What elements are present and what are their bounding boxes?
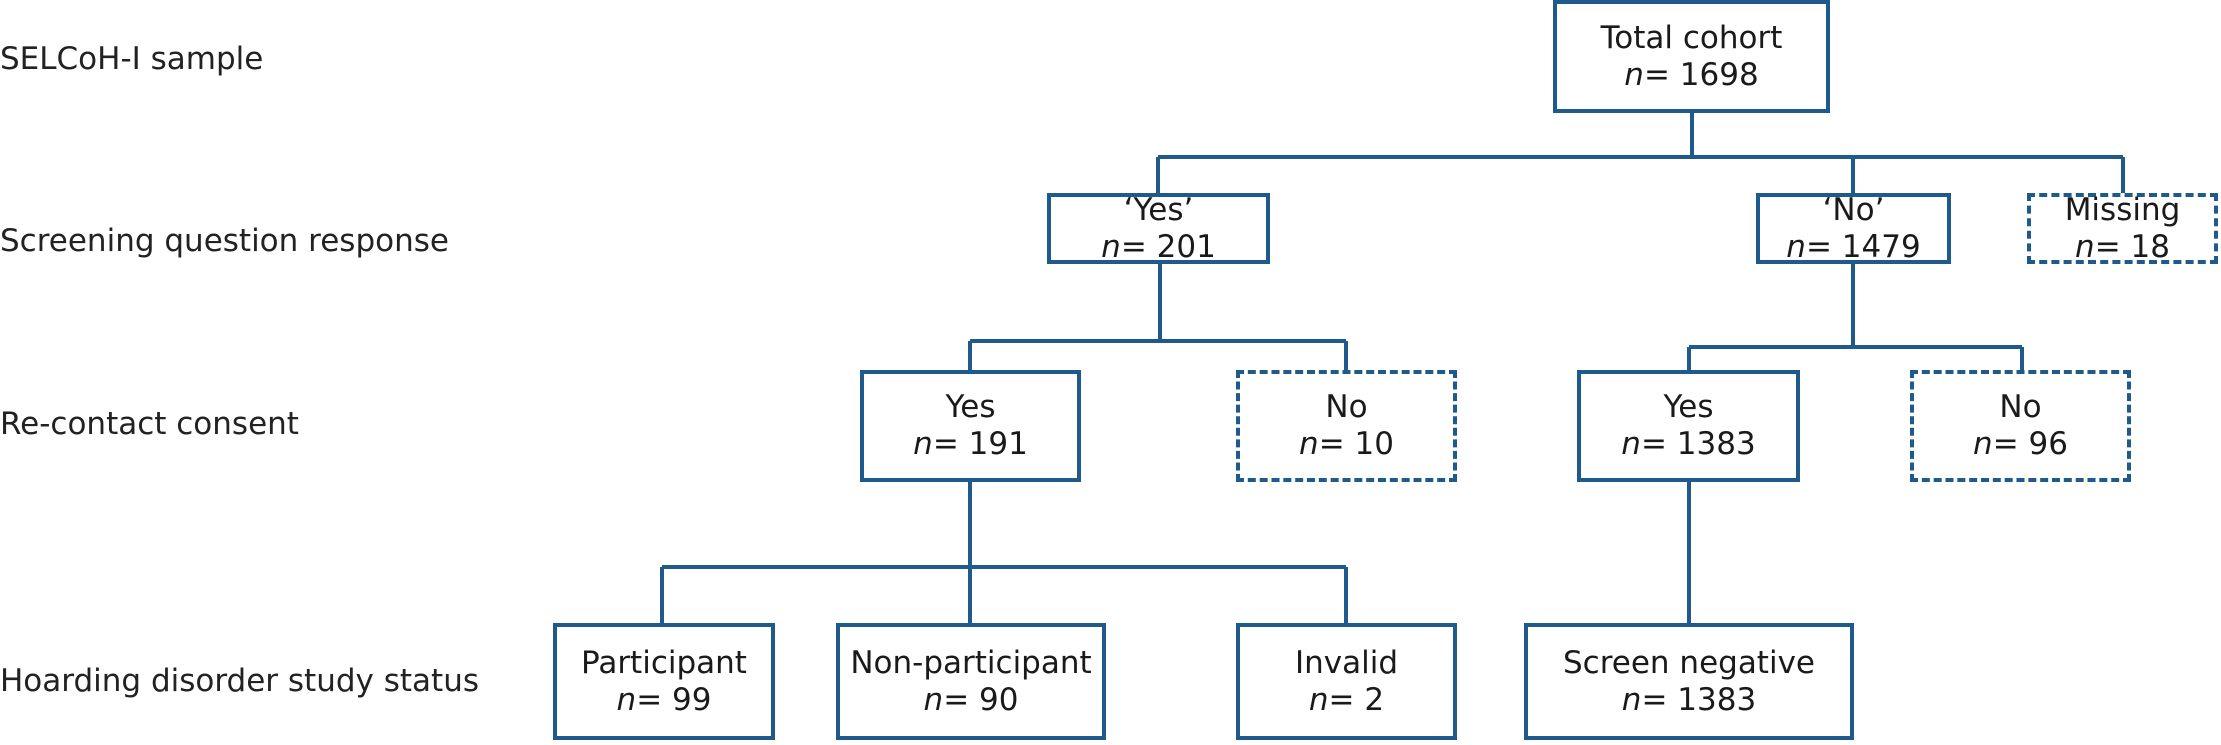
n-value: = 2: [1328, 681, 1385, 718]
node-label: No: [1999, 389, 2042, 425]
n-symbol: n: [1101, 228, 1121, 265]
n-value: = 191: [932, 426, 1028, 462]
node-count: n= 10: [1299, 426, 1394, 463]
n-value: = 18: [2094, 228, 2170, 265]
node-missing: Missing n= 18: [2027, 191, 2218, 266]
node-label: Yes: [945, 389, 996, 425]
n-value: = 96: [1992, 426, 2068, 462]
row-label-sample: SELCoH-I sample: [0, 41, 264, 77]
row-label-recontact: Re-contact consent: [0, 406, 299, 442]
node-label: ‘No’: [1822, 191, 1885, 228]
node-invalid: Invalid n= 2: [1236, 623, 1457, 740]
node-screen-negative: Screen negative n= 1383: [1524, 623, 1854, 740]
node-count: n= 201: [1101, 229, 1216, 266]
n-value: = 1383: [1641, 681, 1757, 718]
n-value: = 99: [636, 681, 712, 718]
n-symbol: n: [913, 426, 933, 462]
node-count: n= 2: [1309, 682, 1384, 719]
row-label-status: Hoarding disorder study status: [0, 663, 479, 699]
n-symbol: n: [616, 681, 637, 718]
node-yes-consent-b: Yes n= 1383: [1577, 370, 1800, 482]
node-count: n= 18: [2075, 229, 2170, 266]
node-count: n= 1479: [1786, 229, 1920, 266]
node-label: Participant: [581, 644, 747, 681]
n-symbol: n: [1621, 681, 1642, 718]
n-value: = 1383: [1640, 426, 1756, 462]
node-count: n= 96: [1973, 426, 2068, 463]
node-non-participant: Non-participant n= 90: [836, 623, 1106, 740]
node-yes-screening: ‘Yes’ n= 201: [1047, 191, 1270, 266]
node-label: Missing: [2064, 191, 2181, 228]
node-label: Yes: [1663, 389, 1714, 425]
n-value: = 201: [1120, 228, 1216, 265]
node-yes-consent-a: Yes n= 191: [860, 370, 1081, 482]
node-label: Total cohort: [1600, 19, 1783, 56]
node-count: n= 1383: [1622, 682, 1756, 719]
node-no-screening: ‘No’ n= 1479: [1756, 191, 1951, 266]
n-symbol: n: [1624, 56, 1644, 93]
n-symbol: n: [1973, 426, 1993, 462]
n-symbol: n: [1621, 426, 1641, 462]
n-value: = 1698: [1643, 56, 1759, 93]
node-no-consent-a: No n= 10: [1236, 370, 1457, 482]
n-symbol: n: [1308, 681, 1329, 718]
node-count: n= 90: [924, 682, 1019, 719]
node-label: Invalid: [1294, 644, 1399, 681]
n-symbol: n: [1299, 426, 1319, 462]
n-symbol: n: [923, 681, 944, 718]
n-symbol: n: [1786, 228, 1806, 265]
node-count: n= 1698: [1624, 57, 1758, 94]
node-no-consent-b: No n= 96: [1910, 370, 2131, 482]
n-value: = 1479: [1805, 228, 1921, 265]
node-count: n= 99: [617, 682, 712, 719]
node-label: Non-participant: [850, 644, 1092, 681]
node-total-cohort: Total cohort n= 1698: [1553, 0, 1830, 113]
node-label: No: [1325, 389, 1368, 425]
node-label: ‘Yes’: [1123, 191, 1194, 228]
n-symbol: n: [2075, 228, 2095, 265]
n-value: = 90: [943, 681, 1019, 718]
n-value: = 10: [1318, 426, 1394, 462]
node-participant: Participant n= 99: [553, 623, 775, 740]
node-count: n= 1383: [1621, 426, 1755, 463]
row-label-screening: Screening question response: [0, 223, 449, 259]
node-label: Screen negative: [1562, 644, 1815, 681]
node-count: n= 191: [913, 426, 1028, 463]
